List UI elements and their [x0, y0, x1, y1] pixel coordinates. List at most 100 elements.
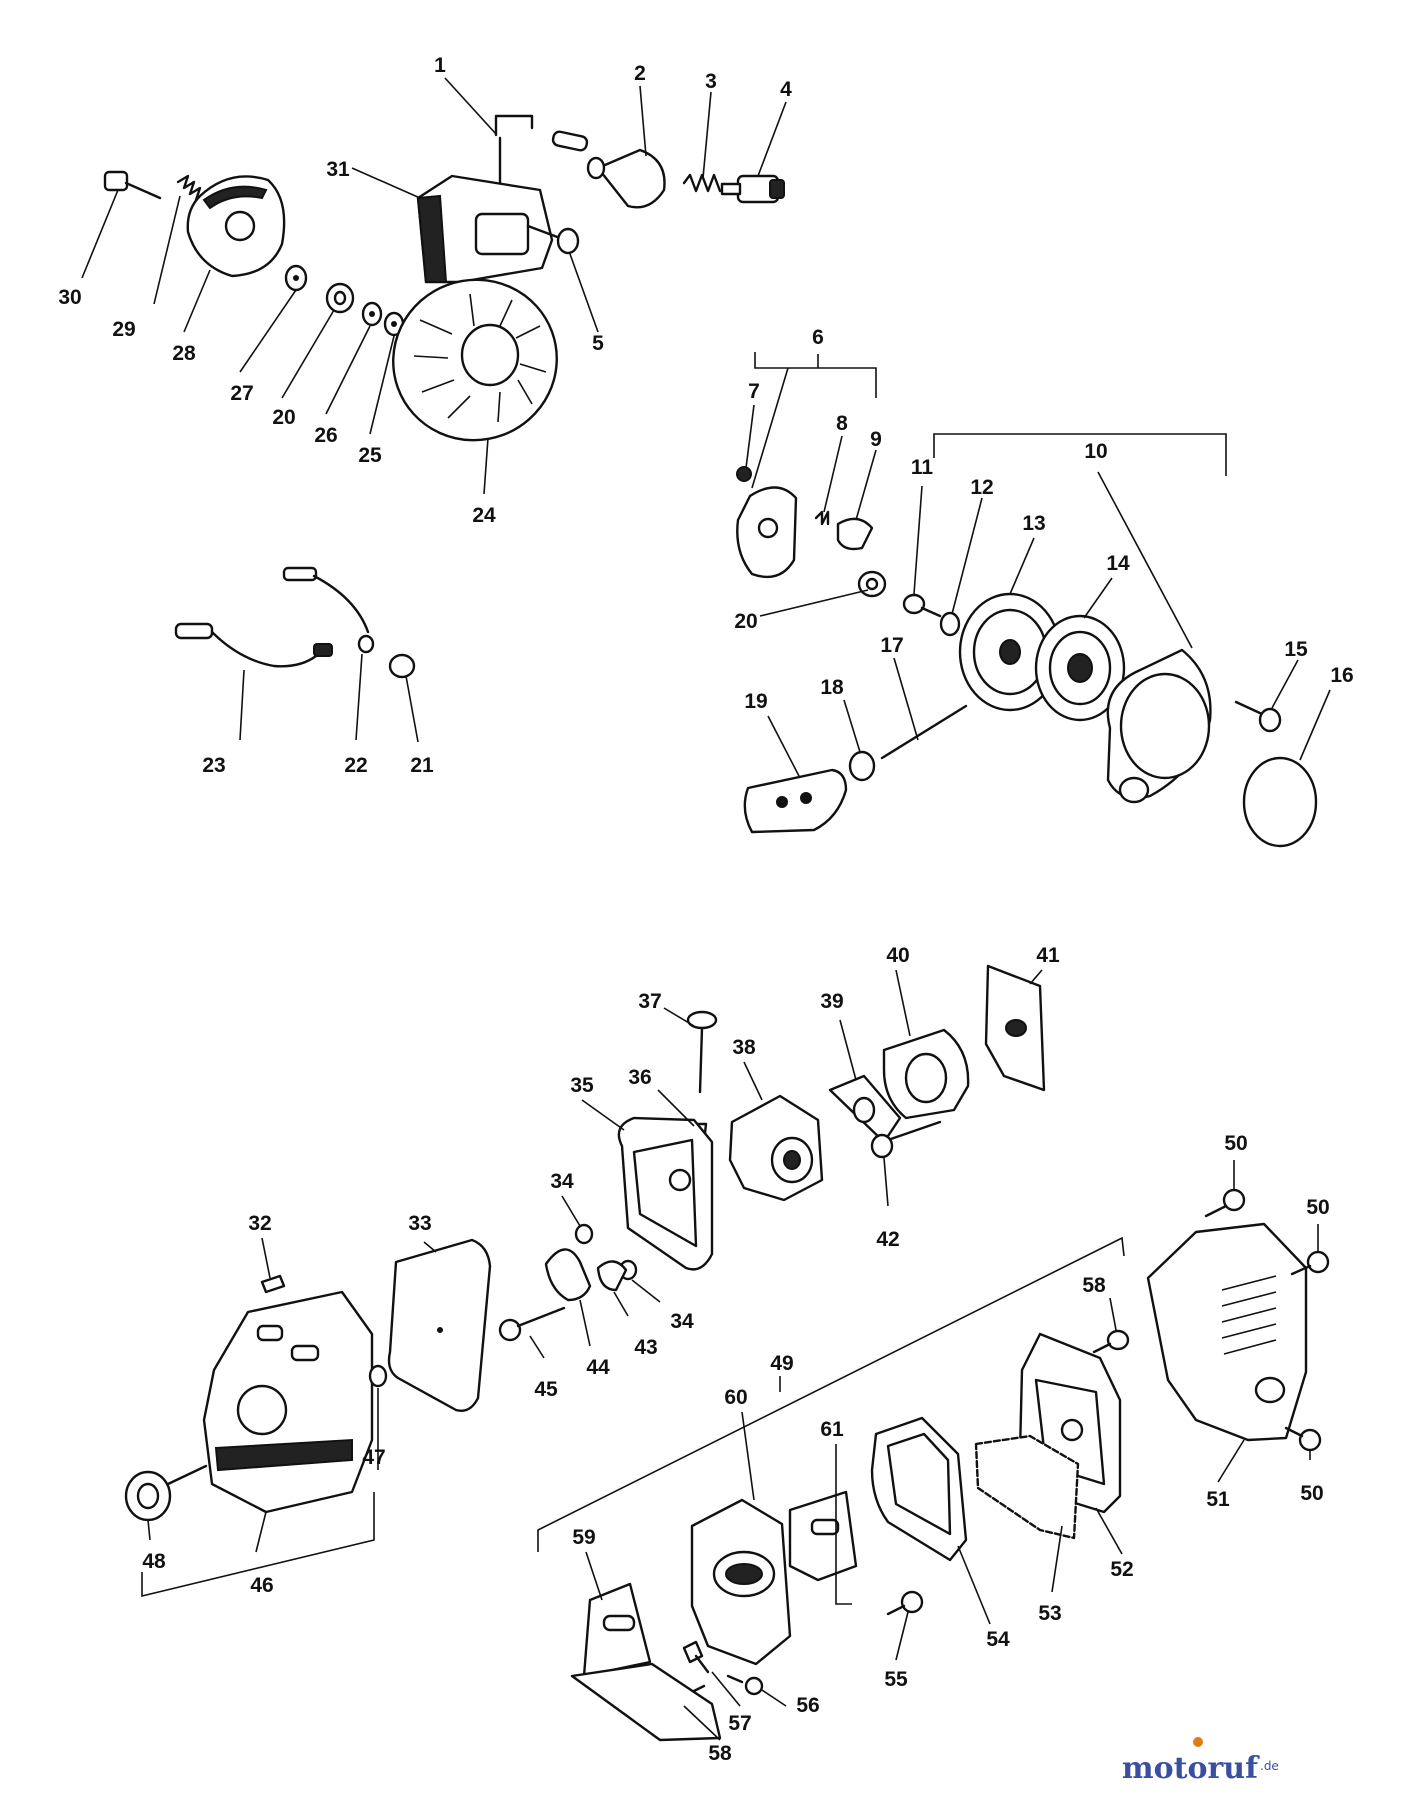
callout-31: 31 [326, 158, 350, 181]
washer-part-26 [361, 301, 383, 327]
callout-3: 3 [705, 70, 717, 93]
callout-36: 36 [628, 1066, 651, 1089]
callout-47: 47 [362, 1446, 385, 1469]
callout-33: 33 [408, 1212, 431, 1235]
callout-42: 42 [876, 1228, 899, 1251]
washer-part-27 [284, 264, 308, 292]
starter-rope-part [880, 704, 968, 760]
bolt-part-42 [870, 1120, 942, 1159]
callout-23: 23 [202, 754, 225, 777]
callout-50c: 50 [1300, 1482, 1323, 1505]
engine-cover-part [1146, 1222, 1308, 1442]
nut-part-20a [325, 282, 355, 314]
leader-lines [81, 77, 1331, 1741]
callout-6: 6 [812, 326, 824, 349]
heat-shield-part [974, 1434, 1080, 1540]
parts-layer [103, 114, 1330, 1742]
exhaust-bracket-part [788, 1490, 858, 1582]
bolt-part-55 [886, 1590, 924, 1616]
pawl-carrier-part [736, 486, 798, 579]
callout-41: 41 [1036, 944, 1060, 967]
clip-part-32 [260, 1274, 286, 1294]
callout-34b: 34 [670, 1310, 694, 1333]
bushing-part-18 [848, 750, 876, 782]
callout-28: 28 [172, 342, 196, 365]
callout-45: 45 [534, 1378, 558, 1401]
brand-suffix: .de [1260, 1759, 1279, 1773]
spark-plug-lead-part [174, 622, 333, 668]
callout-51: 51 [1206, 1488, 1230, 1511]
muffler-part [690, 1498, 792, 1666]
bolt-part-45 [498, 1306, 566, 1342]
recoil-spring-part [1034, 614, 1126, 722]
fuel-line-part [494, 114, 589, 192]
bolt-part-50c [1284, 1426, 1322, 1452]
bolt-part-50a [1204, 1188, 1246, 1218]
washer-part-12 [939, 611, 961, 637]
callout-43: 43 [634, 1336, 657, 1359]
callout-7: 7 [748, 380, 760, 403]
clutch-part [186, 175, 286, 278]
muffler-gasket-part [870, 1416, 968, 1562]
screw-part-11 [902, 593, 942, 618]
callout-44: 44 [586, 1356, 610, 1379]
callout-15: 15 [1284, 638, 1308, 661]
flywheel-part [392, 278, 558, 442]
callout-60: 60 [724, 1386, 747, 1409]
callout-32: 32 [248, 1212, 271, 1235]
nut-part-21 [388, 653, 416, 679]
callout-25: 25 [358, 444, 382, 467]
ignition-module-part [416, 174, 554, 284]
callout-54: 54 [986, 1628, 1010, 1651]
knob-part-48 [124, 1464, 208, 1522]
callout-37: 37 [638, 990, 661, 1013]
gasket-part-39 [828, 1074, 902, 1144]
gasket-part-41 [984, 964, 1046, 1092]
callout-39: 39 [820, 990, 843, 1013]
starter-handle-part [743, 768, 848, 834]
air-filter-cover-part [202, 1290, 374, 1514]
callout-18: 18 [820, 676, 844, 699]
screw-part-58a [1092, 1329, 1130, 1354]
callout-19: 19 [744, 690, 767, 713]
nut-part-20b [857, 570, 887, 598]
callout-8: 8 [836, 412, 848, 435]
callout-21: 21 [410, 754, 434, 777]
spring-part-8 [814, 510, 830, 526]
screw-part-57 [682, 1640, 710, 1674]
callout-58a: 58 [1082, 1274, 1106, 1297]
callout-48: 48 [142, 1550, 166, 1573]
callout-22: 22 [344, 754, 367, 777]
o-ring-part-16 [1242, 756, 1318, 848]
callout-16: 16 [1330, 664, 1353, 687]
air-filter-element-part [387, 1238, 492, 1412]
callout-52: 52 [1110, 1558, 1133, 1581]
deflector-plate-part [570, 1582, 722, 1742]
callout-50a: 50 [1224, 1132, 1247, 1155]
spring-part-7 [736, 466, 752, 482]
callout-5: 5 [592, 332, 604, 355]
starter-housing-part [1106, 648, 1212, 804]
callout-50b: 50 [1306, 1196, 1329, 1219]
callout-4: 4 [780, 78, 792, 101]
screw-part-56 [726, 1674, 764, 1696]
callout-38: 38 [732, 1036, 756, 1059]
air-filter-base-part [617, 1116, 714, 1271]
callout-26: 26 [314, 424, 337, 447]
callout-11: 11 [911, 456, 934, 479]
callout-20b: 20 [734, 610, 757, 633]
callout-14: 14 [1106, 552, 1130, 575]
bolt-part-30 [103, 170, 162, 200]
callout-13: 13 [1022, 512, 1045, 535]
callout-9: 9 [870, 428, 882, 451]
callout-30: 30 [58, 286, 81, 309]
pawl-part-9 [836, 517, 874, 551]
carburetor-part [728, 1094, 824, 1202]
callout-58b: 58 [708, 1742, 732, 1765]
grommet-part-47 [368, 1364, 388, 1388]
brand-name: motoruf [1122, 1751, 1260, 1786]
insulator-part-40 [882, 1028, 970, 1120]
spring-part-3 [682, 173, 722, 193]
callout-55: 55 [884, 1668, 908, 1691]
